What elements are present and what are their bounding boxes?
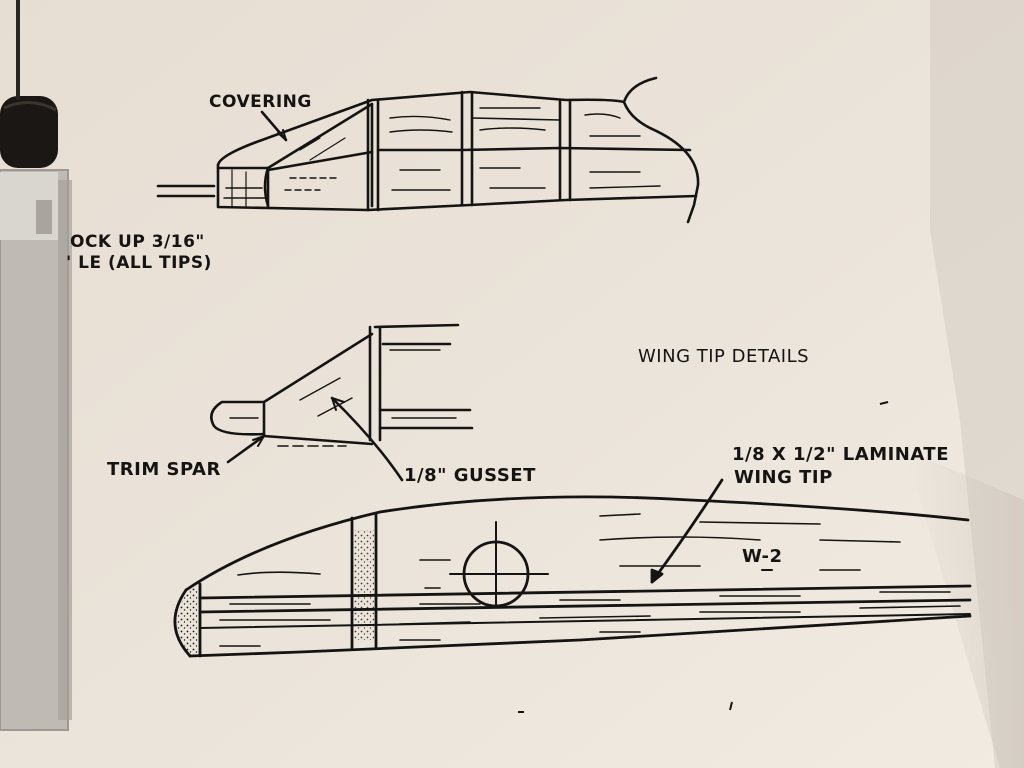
- laminate-label-line2: WING TIP: [734, 467, 833, 488]
- block-up-label-line2: ' LE (ALL TIPS): [66, 253, 212, 273]
- metal-tool: [0, 169, 72, 731]
- clamp-knob: [0, 0, 58, 168]
- laminate-label-line1: 1/8 X 1/2" LAMINATE: [732, 444, 949, 465]
- trim-spar-label: TRIM SPAR: [107, 459, 221, 480]
- block-up-label-line1: OCK UP 3/16": [70, 232, 205, 252]
- part-id-label: W-2: [742, 546, 783, 567]
- covering-label: COVERING: [209, 92, 312, 112]
- diagram-title: WING TIP DETAILS: [638, 346, 810, 367]
- stray-marks: [518, 401, 889, 713]
- laminated-wing-tip-drawing: [173, 478, 972, 658]
- paper-fold: [905, 450, 1024, 768]
- gusset-label: 1/8" GUSSET: [404, 465, 536, 486]
- trim-spar-drawing: [210, 323, 474, 482]
- covered-wing-tip-drawing: [156, 76, 700, 224]
